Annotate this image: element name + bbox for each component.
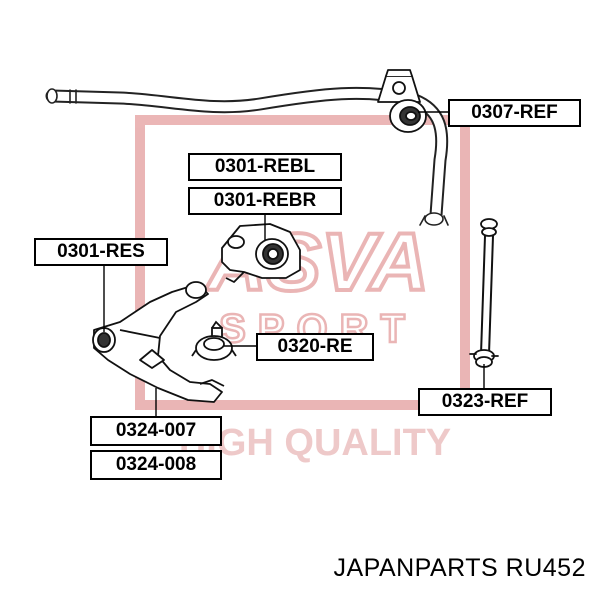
label-0324-007[interactable]: 0324-007	[90, 416, 222, 446]
stabilizer-link-part	[469, 218, 499, 368]
label-0301-res[interactable]: 0301-RES	[34, 238, 168, 266]
stabilizer-bushing-part	[377, 69, 427, 133]
footer-caption: JAPANPARTS RU452	[333, 554, 586, 583]
label-0301-rebr[interactable]: 0301-REBR	[188, 187, 342, 215]
label-0301-rebl[interactable]: 0301-REBL	[188, 153, 342, 181]
lower-control-arm-part	[92, 281, 225, 403]
footer-brand: JAPANPARTS	[333, 554, 499, 582]
asva-watermark: ASVA SPORT HIGH QUALITY	[135, 115, 470, 464]
label-0323-ref[interactable]: 0323-REF	[418, 388, 552, 416]
footer-part-number: RU452	[505, 554, 586, 582]
ball-joint-part	[191, 320, 237, 361]
label-0307-ref[interactable]: 0307-REF	[448, 99, 581, 127]
arm-bushing-bracket-part	[221, 223, 301, 283]
stabilizer-bar	[45, 86, 449, 226]
label-0324-008[interactable]: 0324-008	[90, 450, 222, 480]
watermark-slogan: HIGH QUALITY	[179, 422, 451, 464]
leader-lines	[103, 111, 485, 416]
label-0320-re[interactable]: 0320-RE	[256, 333, 374, 361]
